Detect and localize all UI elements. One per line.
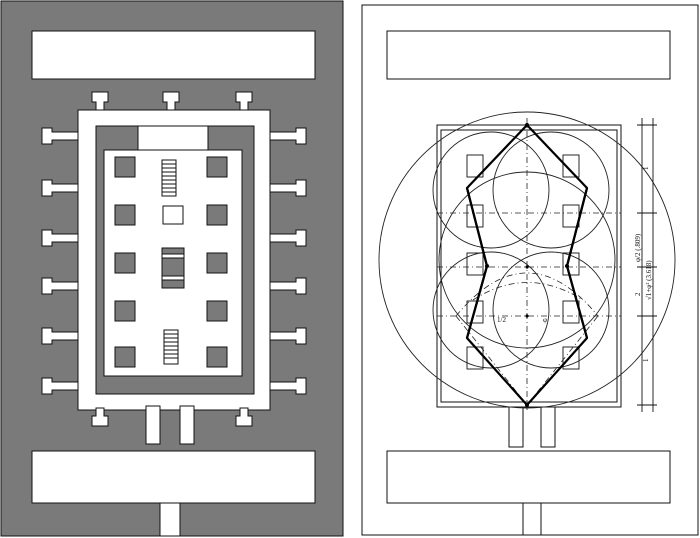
top-outline-band — [386, 30, 671, 80]
dim-label-two: 2 — [634, 292, 642, 296]
central-features — [161, 159, 185, 365]
interior-columns — [114, 156, 228, 368]
dimension-labels: 1 φ/2 (.809) 2 √1+φ² (3.618) 1 — [634, 166, 653, 362]
stair-top — [161, 159, 177, 197]
dim-label-sqrt-phi2: √1+φ² (3.618) — [645, 260, 653, 300]
stair-middle — [161, 247, 185, 289]
dim-label-phi-over-2: φ/2 (.809) — [634, 233, 642, 262]
stair-bottom — [163, 329, 179, 365]
dim-label-one-bottom: 1 — [642, 358, 650, 362]
column-outlines — [466, 154, 580, 370]
temple-floor-plan — [0, 0, 344, 537]
label-phi-inner: φ — [543, 316, 547, 324]
geometric-analysis-diagram: 1/2 φ 1 φ/2 (.809) 2 √1+φ² (3.618) 1 — [361, 4, 699, 536]
wall-buttresses — [41, 91, 307, 427]
construction-points — [485, 123, 569, 407]
dim-label-one-top: 1 — [642, 166, 650, 170]
dimension-lines — [637, 118, 657, 412]
label-half: 1/2 — [497, 316, 506, 324]
top-white-band — [31, 30, 316, 80]
